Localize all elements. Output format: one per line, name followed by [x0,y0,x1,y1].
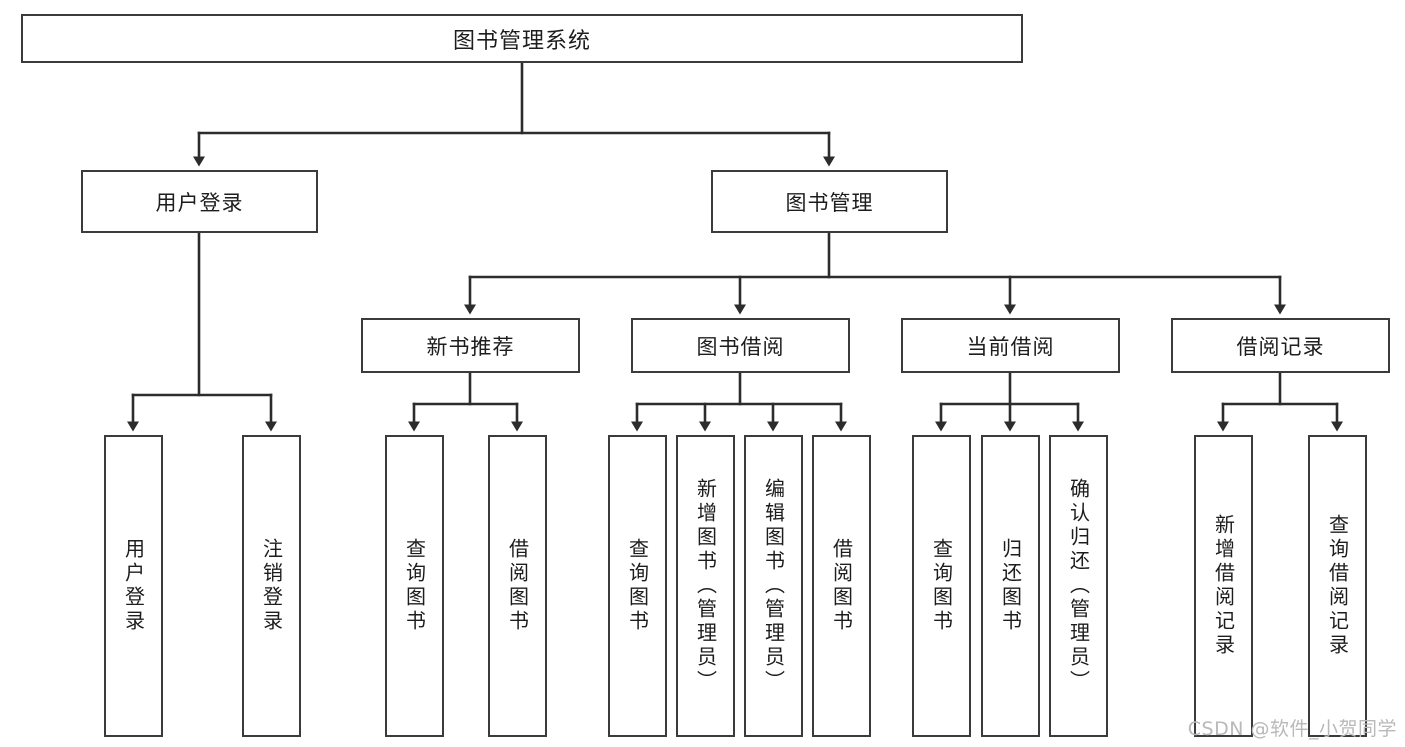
node-label: 当前借阅 [966,334,1055,359]
node-label: 查询图书 [929,538,954,634]
node-label: 查询借阅记录 [1325,514,1350,658]
node-label: 编辑图书（管理员） [761,478,786,694]
node-label: 归还图书 [998,538,1023,634]
node-label: 借阅记录 [1236,334,1325,359]
node-label: 借阅图书 [829,538,854,634]
node-label: 图书管理系统 [452,28,591,54]
node-label: 新增借阅记录 [1211,514,1236,658]
node-label: 图书管理 [785,190,874,215]
node-book-management[interactable]: 图书管理 [711,170,948,233]
node-label: 查询图书 [625,538,650,634]
leaf-user-login-login[interactable]: 用户登录 [104,435,163,737]
node-label: 查询图书 [402,538,427,634]
node-label: 新书推荐 [426,334,515,359]
node-label: 确认归还（管理员） [1066,478,1091,694]
node-user-login[interactable]: 用户登录 [81,170,318,233]
leaf-borrow-borrow-book[interactable]: 借阅图书 [812,435,871,737]
leaf-borrow-add-book-admin[interactable]: 新增图书（管理员） [676,435,735,737]
node-borrow-record[interactable]: 借阅记录 [1171,318,1390,373]
node-label: 借阅图书 [505,538,530,634]
leaf-recommend-query-book[interactable]: 查询图书 [385,435,444,737]
leaf-borrow-edit-book-admin[interactable]: 编辑图书（管理员） [744,435,803,737]
node-current-borrow[interactable]: 当前借阅 [901,318,1120,373]
leaf-borrow-query-book[interactable]: 查询图书 [608,435,667,737]
node-label: 用户登录 [121,538,146,634]
leaf-current-query-book[interactable]: 查询图书 [912,435,971,737]
node-new-book-recommend[interactable]: 新书推荐 [361,318,580,373]
node-label: 新增图书（管理员） [693,478,718,694]
watermark-text: CSDN @软件_小贺同学 [1187,718,1397,740]
leaf-record-add-record[interactable]: 新增借阅记录 [1194,435,1253,737]
leaf-user-login-logout[interactable]: 注销登录 [242,435,301,737]
leaf-record-query-record[interactable]: 查询借阅记录 [1308,435,1367,737]
node-book-borrow[interactable]: 图书借阅 [631,318,850,373]
node-label: 注销登录 [259,538,284,634]
node-label: 用户登录 [155,190,244,215]
node-label: 图书借阅 [696,334,785,359]
node-root-system[interactable]: 图书管理系统 [21,14,1023,63]
leaf-recommend-borrow-book[interactable]: 借阅图书 [488,435,547,737]
leaf-current-confirm-return-admin[interactable]: 确认归还（管理员） [1049,435,1108,737]
leaf-current-return-book[interactable]: 归还图书 [981,435,1040,737]
